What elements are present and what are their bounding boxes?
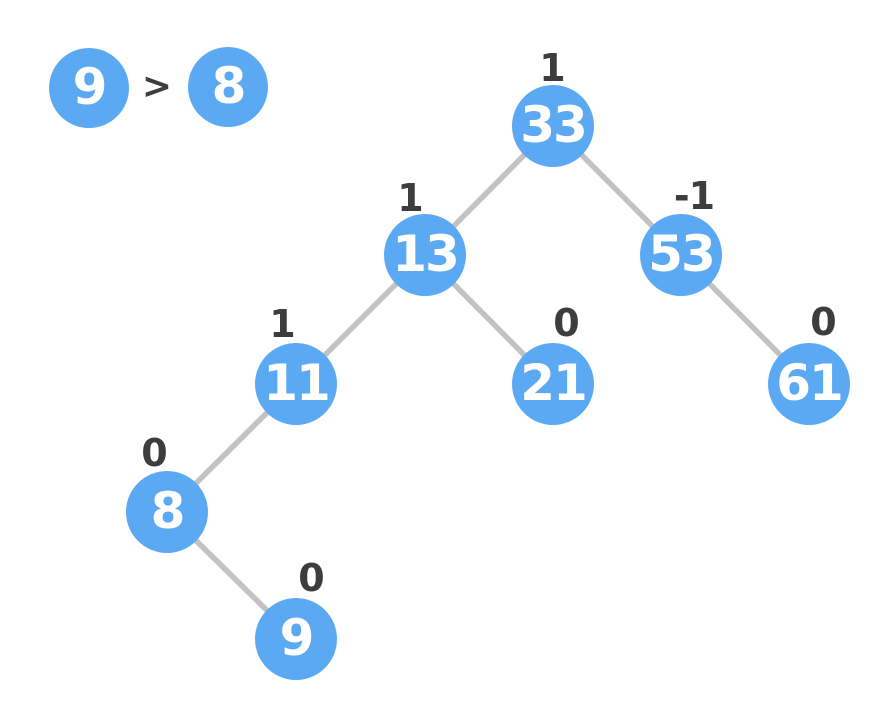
node-value: 53 — [648, 225, 716, 283]
balance-factor-label: 0 — [141, 431, 167, 475]
balance-factor-label: 1 — [397, 176, 423, 220]
comparison-node-right: 8 — [188, 47, 268, 127]
balance-factor-label: -1 — [673, 174, 715, 218]
tree-node-61: 61 — [768, 343, 850, 425]
tree-node-9: 9 — [255, 598, 337, 680]
tree-node-53: 53 — [640, 214, 722, 296]
node-value: 8 — [150, 482, 186, 540]
balance-factor-label: 1 — [539, 46, 565, 90]
node-value: 61 — [776, 354, 844, 412]
tree-node-8: 8 — [126, 471, 208, 553]
tree-node-21: 21 — [512, 343, 594, 425]
balance-factor-label: 0 — [298, 556, 324, 600]
balance-factor-label: 0 — [810, 300, 836, 344]
tree-node-33: 33 — [512, 85, 594, 167]
node-value: 13 — [392, 225, 460, 283]
tree-node-11: 11 — [255, 343, 337, 425]
balance-factor-label: 1 — [269, 302, 295, 346]
node-value: 11 — [263, 354, 331, 412]
node-value: 33 — [520, 96, 588, 154]
node-value: 9 — [279, 609, 315, 667]
comparison-node-left: 9 — [49, 48, 129, 128]
node-value: 9 — [72, 58, 108, 116]
balance-factor-label: 0 — [553, 301, 579, 345]
node-value: 8 — [211, 57, 247, 115]
node-value: 21 — [520, 354, 588, 412]
tree-node-13: 13 — [384, 214, 466, 296]
greater-than-operator: > — [141, 66, 173, 107]
